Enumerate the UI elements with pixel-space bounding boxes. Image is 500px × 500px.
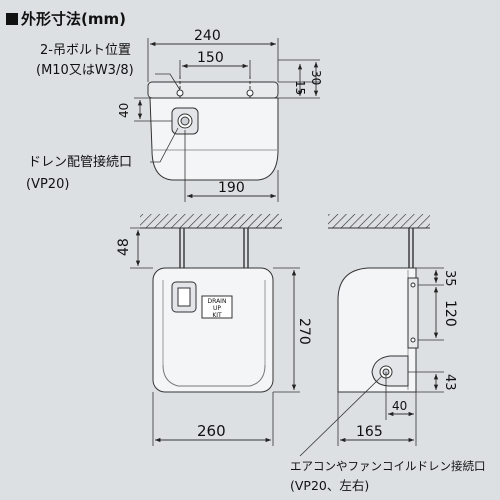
drain-spec: (VP20) <box>26 177 69 192</box>
dim-150: 150 <box>197 50 224 66</box>
dim-240: 240 <box>194 28 221 44</box>
connection-spec: (VP20、左右) <box>290 478 369 493</box>
top-view-body <box>149 97 279 181</box>
dim-40-top: 40 <box>117 103 131 118</box>
kit-line-1: DRAIN <box>208 298 227 305</box>
side-view <box>299 214 444 457</box>
bolt-label: 2-吊ボルト位置 <box>40 43 131 58</box>
top-view-labels: 2-吊ボルト位置 (M10又はW3/8) 240 150 15 30 40 ドレ… <box>26 28 323 196</box>
front-ceiling-hatch <box>140 214 282 228</box>
dim-190: 190 <box>218 180 245 196</box>
kit-line-3: KIT <box>212 312 222 319</box>
dim-48: 48 <box>116 238 132 256</box>
dim-120: 120 <box>442 300 458 327</box>
bolt-spec: (M10又はW3/8) <box>36 63 134 78</box>
connection-label: エアコンやファンコイルドレン接続口 <box>290 459 486 473</box>
title-text: 外形寸法(mm) <box>21 10 126 28</box>
dim-35: 35 <box>442 270 457 287</box>
side-ceiling-hatch <box>328 214 430 228</box>
bolt-left-icon <box>176 89 184 97</box>
front-view <box>130 214 300 446</box>
bolt-right-icon <box>246 89 254 97</box>
drain-label: ドレン配管接続口 <box>28 154 132 170</box>
dim-30: 30 <box>309 70 323 85</box>
kit-line-2: UP <box>213 305 221 312</box>
dim-15: 15 <box>293 80 307 95</box>
front-view-body <box>152 267 274 393</box>
dim-260: 260 <box>197 422 226 440</box>
top-view-mount-plate <box>147 81 279 99</box>
drain-up-kit-badge <box>201 295 233 319</box>
front-view-labels: 48 270 260 DRAIN UP KIT <box>116 238 312 440</box>
dim-40-side: 40 <box>392 399 407 413</box>
connection-labels: エアコンやファンコイルドレン接続口 (VP20、左右) <box>290 459 486 493</box>
side-view-labels: 35 120 43 40 165 <box>356 270 458 440</box>
dim-43: 43 <box>442 374 457 391</box>
dim-270: 270 <box>296 318 312 345</box>
top-view <box>134 38 320 202</box>
page-title: 外形寸法(mm) <box>6 8 126 29</box>
dim-165: 165 <box>356 424 383 440</box>
title-square-icon <box>6 12 18 25</box>
